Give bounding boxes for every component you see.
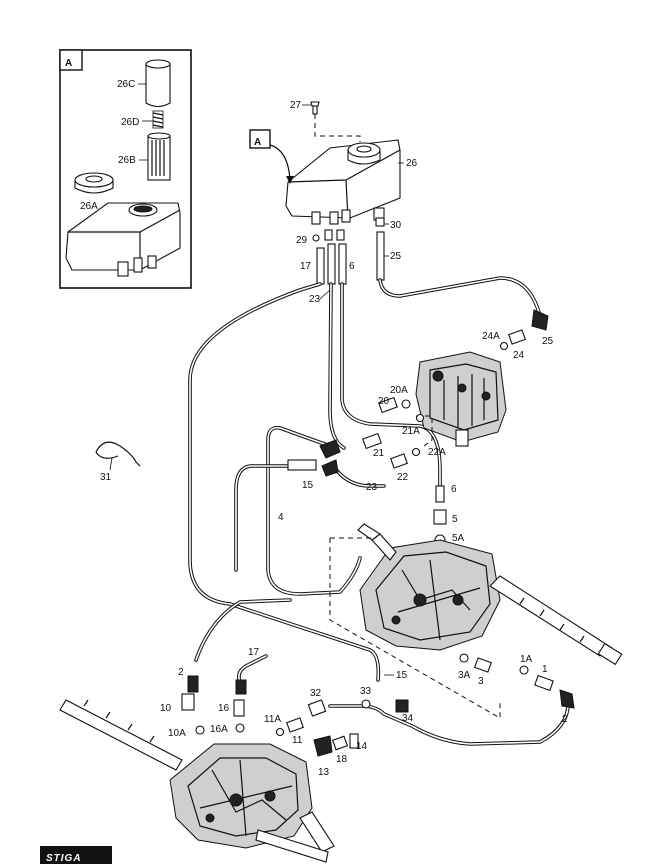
label-33: 33 — [360, 686, 372, 697]
left-transaxle — [59, 699, 335, 863]
right-transaxle — [357, 523, 623, 666]
dashed-outline-right — [329, 538, 501, 719]
label-21a: 21A — [402, 426, 420, 437]
label-10: 10 — [160, 703, 172, 714]
label-22: 22 — [397, 472, 409, 483]
label-27: 27 — [290, 100, 302, 111]
label-15b: 15 — [396, 670, 408, 681]
label-34: 34 — [402, 713, 414, 724]
cable-tie-31 — [95, 441, 141, 467]
spring-26d — [152, 110, 164, 129]
label-11: 11 — [292, 735, 303, 746]
fitting-30 — [375, 217, 385, 227]
fittings-20-21-22 — [319, 396, 425, 477]
filter-element-26b — [147, 132, 171, 181]
label-6b: 6 — [451, 484, 457, 495]
filter-cover-26c — [145, 59, 171, 108]
fitting-16 — [233, 679, 247, 733]
label-16: 16 — [218, 703, 230, 714]
fitting-24 — [499, 309, 549, 351]
label-18: 18 — [336, 754, 348, 765]
label-22a: 22A — [428, 447, 446, 458]
fittings-1-3 — [459, 653, 575, 709]
label-2a: 2 — [178, 667, 184, 678]
label-23a: 23 — [309, 294, 321, 305]
label-26: 26 — [406, 158, 418, 169]
label-6a: 6 — [349, 261, 355, 272]
inset-reservoir-tank — [65, 202, 181, 277]
hydraulic-pipes — [188, 276, 570, 746]
hoses-reservoir — [316, 231, 385, 285]
label-25: 25 — [390, 251, 402, 262]
label-14: 14 — [356, 741, 368, 752]
fitting-15-upper — [287, 459, 317, 471]
label-5a: 5A — [452, 533, 465, 544]
label-2b: 2 — [562, 714, 568, 725]
label-5: 5 — [452, 514, 458, 525]
upper-hydraulic-pump — [415, 351, 507, 447]
label-25b: 25 — [542, 336, 554, 347]
reservoir-cap-26a — [74, 172, 114, 194]
stiga-logo: STIGA — [40, 846, 112, 864]
label-32: 32 — [310, 688, 322, 699]
label-1a: 1A — [520, 654, 533, 665]
label-23b: 23 — [366, 482, 378, 493]
label-20: 20 — [378, 396, 390, 407]
label-3: 3 — [478, 676, 484, 687]
label-1: 1 — [542, 664, 548, 675]
label-15a: 15 — [302, 480, 314, 491]
logo-text: STIGA — [46, 853, 82, 864]
label-29: 29 — [296, 235, 308, 246]
main-reservoir — [285, 139, 401, 225]
label-16a: 16A — [210, 724, 228, 735]
label-3a: 3A — [458, 670, 471, 681]
callout-a-label: A — [254, 137, 261, 148]
label-17a: 17 — [300, 261, 312, 272]
label-10a: 10A — [168, 728, 186, 739]
label-26a: 26A — [80, 201, 98, 212]
label-4: 4 — [278, 512, 284, 523]
label-26c: 26C — [117, 79, 135, 90]
fittings-11-32-33-34 — [275, 699, 409, 737]
label-30: 30 — [390, 220, 402, 231]
label-13: 13 — [318, 767, 330, 778]
label-26b: 26B — [118, 155, 136, 166]
label-11a: 11A — [264, 714, 281, 725]
label-20a: 20A — [390, 385, 408, 396]
inset-a-panel: A — [59, 49, 192, 289]
fitting-5 — [433, 485, 447, 546]
label-24: 24 — [513, 350, 525, 361]
label-31: 31 — [100, 472, 112, 483]
screw-27 — [310, 101, 320, 115]
label-21: 21 — [373, 448, 385, 459]
label-17b: 17 — [248, 647, 260, 658]
label-24a: 24A — [482, 331, 500, 342]
fittings-13-14-18 — [313, 733, 359, 757]
label-26d: 26D — [121, 117, 139, 128]
inset-a-label: A — [65, 58, 72, 69]
fitting-10 — [181, 675, 205, 735]
